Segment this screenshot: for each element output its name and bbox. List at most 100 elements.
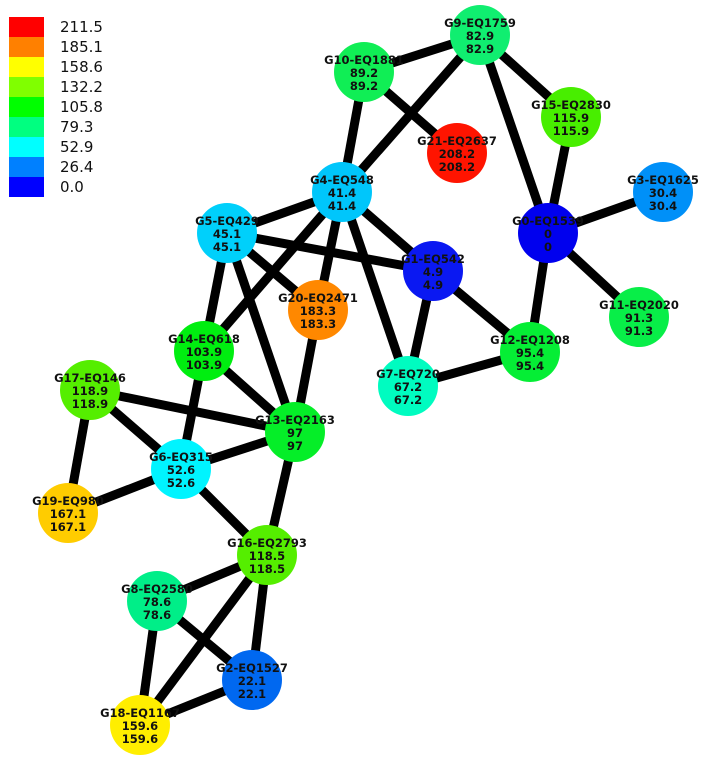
node-circle[interactable] bbox=[500, 322, 560, 382]
node-circle[interactable] bbox=[151, 439, 211, 499]
legend-label: 211.5 bbox=[60, 18, 103, 36]
node-circle[interactable] bbox=[518, 203, 578, 263]
legend-entry: 79.3 bbox=[9, 117, 103, 137]
legend-swatch bbox=[9, 157, 44, 177]
node-label-v1: 167.1 bbox=[50, 507, 86, 521]
legend-swatch bbox=[9, 57, 44, 77]
legend-entry: 158.6 bbox=[9, 57, 103, 77]
node-circle[interactable] bbox=[288, 280, 348, 340]
node-label-v2: 82.9 bbox=[466, 42, 494, 56]
node-label-name: G17-EQ146 bbox=[54, 371, 126, 385]
node-label-name: G5-EQ429 bbox=[195, 214, 259, 228]
node-circle[interactable] bbox=[312, 162, 372, 222]
edge-G9-G0 bbox=[475, 33, 553, 235]
edge-G17-G13 bbox=[89, 385, 296, 437]
node-label-v1: 78.6 bbox=[143, 595, 171, 609]
node-circle[interactable] bbox=[127, 571, 187, 631]
node-circle[interactable] bbox=[38, 483, 98, 543]
node-label-v2: 52.6 bbox=[167, 476, 195, 490]
node-label-v1: 118.9 bbox=[72, 384, 108, 398]
node-label-v2: 159.6 bbox=[122, 732, 158, 746]
node-label-v2: 118.5 bbox=[249, 562, 285, 576]
node-circle[interactable] bbox=[222, 650, 282, 710]
legend-swatch bbox=[9, 37, 44, 57]
node-label-name: G4-EQ548 bbox=[310, 173, 374, 187]
node-label-v2: 115.9 bbox=[553, 124, 589, 138]
node-circle[interactable] bbox=[609, 287, 669, 347]
legend-label: 26.4 bbox=[60, 158, 94, 176]
node-circle[interactable] bbox=[60, 360, 120, 420]
node-label-v1: 208.2 bbox=[439, 147, 475, 161]
node-label-name: G8-EQ2580 bbox=[121, 582, 193, 596]
node-label-name: G11-EQ2020 bbox=[599, 298, 679, 312]
legend-entry: 211.5 bbox=[9, 17, 103, 37]
node-label-name: G20-EQ2471 bbox=[278, 291, 358, 305]
node-label-v2: 22.1 bbox=[238, 687, 266, 701]
node-label-v1: 97 bbox=[287, 426, 303, 440]
node-label-v2: 118.9 bbox=[72, 397, 108, 411]
node-circle[interactable] bbox=[265, 402, 325, 462]
node-circle[interactable] bbox=[110, 695, 170, 755]
node-label-v2: 95.4 bbox=[516, 359, 544, 373]
legend-swatch bbox=[9, 117, 44, 137]
legend-swatch bbox=[9, 97, 44, 117]
node-circle[interactable] bbox=[427, 123, 487, 183]
edge-G5-G13 bbox=[222, 231, 300, 434]
node-label-v1: 22.1 bbox=[238, 674, 266, 688]
node-label-v1: 45.1 bbox=[213, 227, 241, 241]
node-label-name: G21-EQ2637 bbox=[417, 134, 497, 148]
node-label-v2: 30.4 bbox=[649, 199, 677, 213]
legend-entry: 52.9 bbox=[9, 137, 103, 157]
node-circle[interactable] bbox=[541, 87, 601, 147]
legend-entry: 0.0 bbox=[9, 177, 103, 197]
node-label-v1: 91.3 bbox=[625, 311, 653, 325]
node-label-v2: 89.2 bbox=[350, 79, 378, 93]
node-label-v2: 167.1 bbox=[50, 520, 86, 534]
node-label-name: G15-EQ2830 bbox=[531, 98, 611, 112]
node-circle[interactable] bbox=[450, 5, 510, 65]
node-label-v2: 103.9 bbox=[186, 358, 222, 372]
legend-label: 105.8 bbox=[60, 98, 103, 116]
node-circle[interactable] bbox=[174, 321, 234, 381]
node-circle[interactable] bbox=[633, 162, 693, 222]
node-label-name: G0-EQ1539 bbox=[512, 214, 584, 228]
node-label-name: G10-EQ1881 bbox=[324, 53, 404, 67]
node-circle[interactable] bbox=[378, 356, 438, 416]
node-circle[interactable] bbox=[334, 42, 394, 102]
legend-label: 185.1 bbox=[60, 38, 103, 56]
legend-label: 79.3 bbox=[60, 118, 94, 136]
node-circle[interactable] bbox=[237, 525, 297, 585]
node-label-name: G3-EQ1625 bbox=[627, 173, 699, 187]
node-label-v1: 52.6 bbox=[167, 463, 195, 477]
node-circle[interactable] bbox=[403, 241, 463, 301]
node-circle[interactable] bbox=[197, 203, 257, 263]
edge-G5-G1 bbox=[226, 228, 434, 276]
node-label-v2: 183.3 bbox=[300, 317, 336, 331]
legend-entry: 105.8 bbox=[9, 97, 103, 117]
node-label-v2: 4.9 bbox=[423, 278, 443, 292]
node-label-v1: 115.9 bbox=[553, 111, 589, 125]
